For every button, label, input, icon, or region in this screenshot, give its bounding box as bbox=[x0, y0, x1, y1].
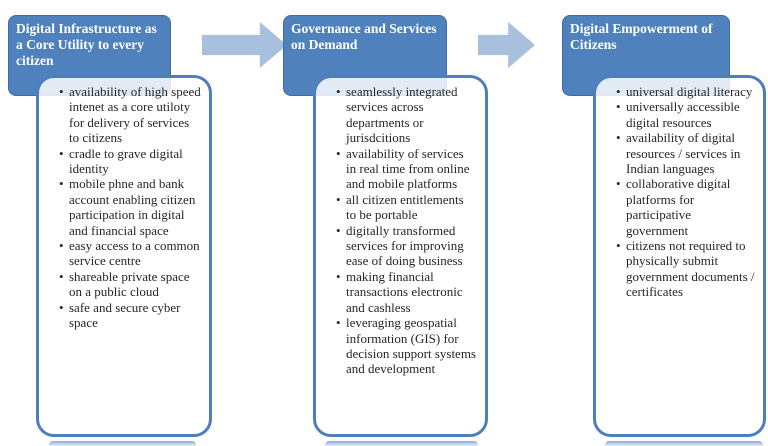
right-arrow-icon bbox=[478, 22, 535, 68]
list-item: universally accessible digital resources bbox=[616, 99, 755, 130]
list-item: all citizen entitlements to be portable bbox=[336, 192, 477, 223]
pillar-3-title: Digital Empowerment of Citizens bbox=[570, 21, 713, 52]
list-item: availability of services in real time fr… bbox=[336, 146, 477, 192]
pillar-1-detail-box: availability of high speed intenet as a … bbox=[36, 75, 212, 437]
right-arrow-icon bbox=[202, 22, 287, 68]
pillar-3-detail-box: universal digital literacy universally a… bbox=[593, 75, 766, 437]
list-item: seamlessly integrated services across de… bbox=[336, 84, 477, 146]
list-item: collaborative digital platforms for part… bbox=[616, 176, 755, 238]
list-item: shareable private space on a public clou… bbox=[59, 269, 201, 300]
list-item: leveraging geospatial information (GIS) … bbox=[336, 315, 477, 377]
list-item: universal digital literacy bbox=[616, 84, 755, 100]
list-item: easy access to a common service centre bbox=[59, 238, 201, 269]
list-item: mobile phne and bank account enabling ci… bbox=[59, 176, 201, 238]
list-item: safe and secure cyber space bbox=[59, 300, 201, 331]
cutoff-shape-top-edge bbox=[605, 441, 763, 446]
list-item: cradle to grave digital identity bbox=[59, 146, 201, 177]
list-item: citizens not required to physically subm… bbox=[616, 238, 755, 300]
pillar-1-title: Digital Infrastructure as a Core Utility… bbox=[16, 21, 157, 68]
pillar-2-detail-box: seamlessly integrated services across de… bbox=[313, 75, 488, 437]
pillar-3-bullet-list: universal digital literacy universally a… bbox=[596, 78, 763, 300]
list-item: digitally transformed services for impro… bbox=[336, 223, 477, 269]
list-item: making financial transactions electronic… bbox=[336, 269, 477, 315]
list-item: availability of high speed intenet as a … bbox=[59, 84, 201, 146]
cutoff-shape-top-edge bbox=[325, 441, 478, 446]
list-item: availability of digital resources / serv… bbox=[616, 130, 755, 176]
pillar-2-bullet-list: seamlessly integrated services across de… bbox=[316, 78, 485, 377]
cutoff-shape-top-edge bbox=[49, 441, 196, 446]
pillar-2-title: Governance and Services on Demand bbox=[291, 21, 437, 52]
pillar-1-bullet-list: availability of high speed intenet as a … bbox=[39, 78, 209, 331]
